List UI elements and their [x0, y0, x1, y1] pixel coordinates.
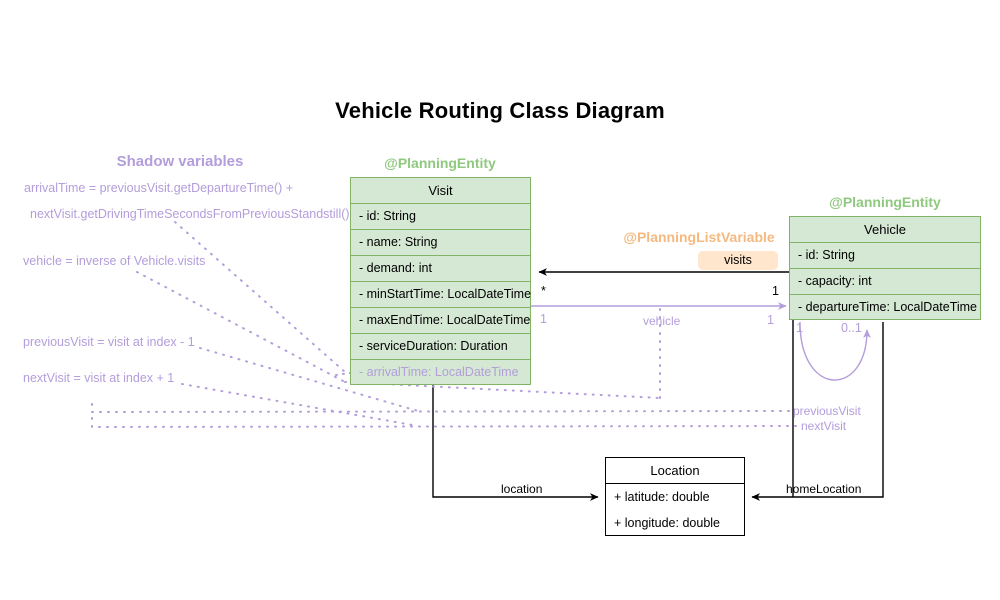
- class-attribute: + latitude: double: [614, 490, 710, 504]
- shadow-note-arrival-time-line2: nextVisit.getDrivingTimeSecondsFromPrevi…: [30, 207, 350, 221]
- leader-next-visit: [91, 383, 799, 429]
- edge-label-self-loop-mult-right: 0..1: [841, 321, 862, 335]
- class-attribute: - id: String: [790, 243, 980, 269]
- class-name-location: Location: [606, 458, 744, 484]
- stereotype-planning-list-variable: @PlanningListVariable: [623, 229, 775, 245]
- class-attribute: - departureTime: LocalDateTime: [798, 300, 978, 314]
- leader-arrival-time-tail: [335, 372, 351, 376]
- shadow-note-next-visit: nextVisit = visit at index + 1: [23, 371, 175, 385]
- shadow-note-vehicle: vehicle = inverse of Vehicle.visits: [23, 254, 206, 268]
- edge-label-location: location: [501, 482, 543, 496]
- class-name-vehicle: Vehicle: [790, 217, 980, 243]
- edge-label-next-visit: nextVisit: [801, 419, 847, 433]
- edge-label-vehicle-role: vehicle: [643, 314, 681, 328]
- edge-label-previous-visit: previousVisit: [793, 404, 861, 418]
- leader-arrival-time: [174, 221, 346, 373]
- edge-label-vehicle-mult-visit-side: 1: [540, 312, 547, 326]
- edge-label-self-loop-mult-left: 1: [796, 321, 803, 335]
- class-attribute-shadow: - arrivalTime: LocalDateTime: [359, 365, 519, 379]
- shadow-variables-heading: Shadow variables: [116, 153, 244, 170]
- stereotype-planning-entity-visit: @PlanningEntity: [384, 155, 496, 171]
- class-name-visit: Visit: [351, 178, 530, 204]
- badge-visits: visits: [698, 251, 778, 270]
- edge-label-home-location: homeLocation: [786, 482, 862, 496]
- class-box-visit[interactable]: Visit - id: String - name: String - dema…: [350, 177, 531, 385]
- class-attribute: - serviceDuration: Duration: [351, 334, 530, 360]
- class-attribute: - id: String: [351, 204, 530, 230]
- shadow-note-arrival-time-line1: arrivalTime = previousVisit.getDeparture…: [24, 181, 294, 195]
- class-attribute: - capacity: int: [790, 269, 980, 295]
- stereotype-planning-entity-vehicle: @PlanningEntity: [829, 194, 941, 210]
- edge-label-visits-mult-visit-side: *: [541, 284, 546, 298]
- class-box-vehicle[interactable]: Vehicle - id: String - capacity: int - d…: [789, 216, 981, 320]
- edge-label-vehicle-mult-vehicle-side: 1: [767, 313, 774, 327]
- edge-label-visits-mult-vehicle-side: 1: [772, 284, 779, 298]
- class-attribute: - name: String: [351, 230, 530, 256]
- edge-location: [432, 385, 599, 501]
- class-attribute: - demand: int: [351, 256, 530, 282]
- class-attribute: + longitude: double: [614, 516, 720, 530]
- class-attribute: - minStartTime: LocalDateTime: [351, 282, 531, 308]
- shadow-note-previous-visit: previousVisit = visit at index - 1: [23, 335, 195, 349]
- class-attribute: - maxEndTime: LocalDateTime: [351, 308, 530, 334]
- class-box-location[interactable]: Location + latitude: double + longitude:…: [605, 457, 745, 536]
- page-title: Vehicle Routing Class Diagram: [335, 98, 665, 123]
